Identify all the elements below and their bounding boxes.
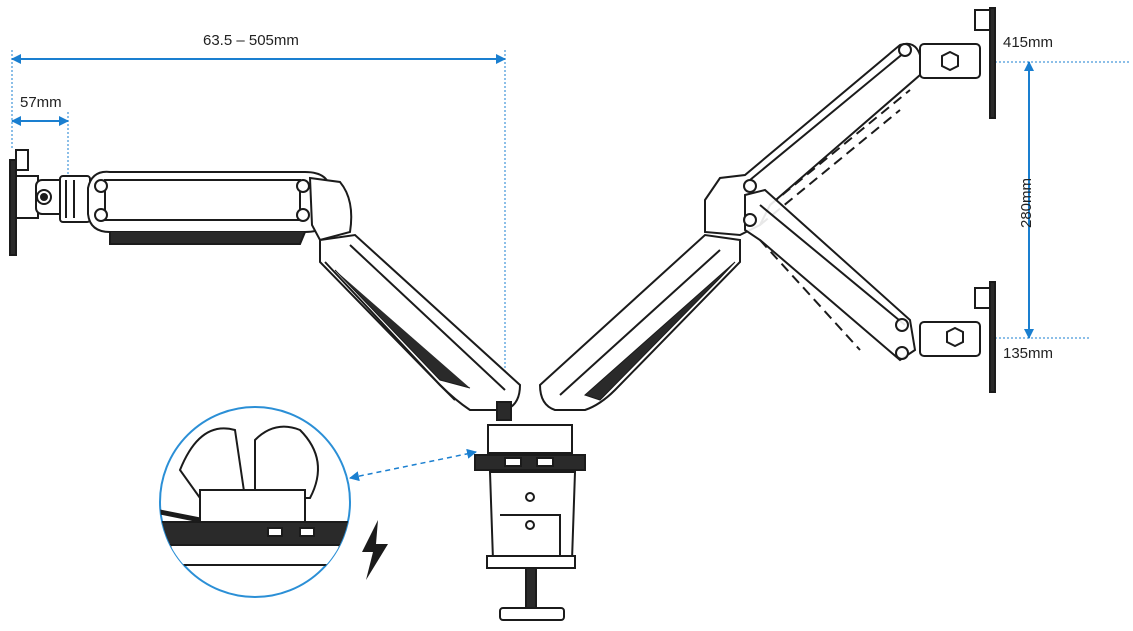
right-upper-arm-lowered <box>743 188 917 362</box>
left-lower-arm <box>319 233 522 411</box>
vertical-travel-dimension-label: 280mm <box>1018 177 1035 228</box>
bottom-height-label: 135mm <box>1003 345 1054 362</box>
right-vesa-plate-bottom <box>919 281 996 393</box>
top-height-label: 415mm <box>1003 34 1054 51</box>
right-upper-arm-raised <box>704 42 921 237</box>
left-vesa-plate <box>9 149 91 256</box>
desk-clamp-base <box>474 401 586 621</box>
wall-offset-dimension-label: 57mm <box>20 94 62 111</box>
right-vesa-plate-top <box>919 7 996 119</box>
detail-pointer-arrow <box>349 448 477 482</box>
left-upper-arm <box>87 170 353 245</box>
detail-callout <box>159 406 351 598</box>
lightning-bolt-icon <box>362 520 388 580</box>
dimension-lines <box>11 50 1130 482</box>
right-lower-arm <box>538 233 741 411</box>
reach-dimension-label: 63.5 – 505mm <box>203 32 299 49</box>
